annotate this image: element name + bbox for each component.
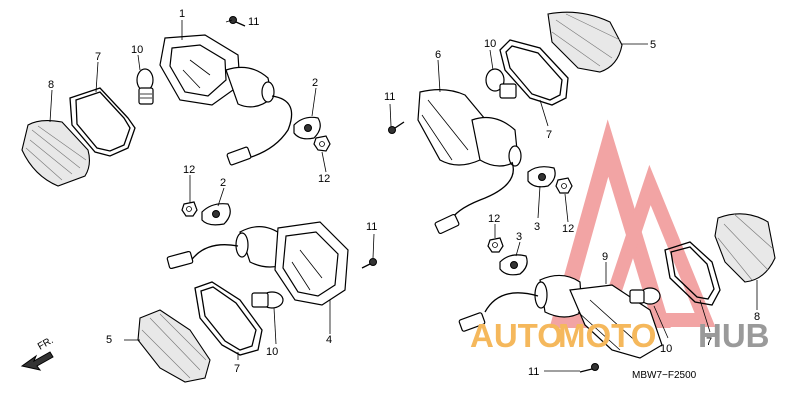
turn-signal-housing-1-icon	[159, 34, 293, 166]
screw-11-top-left-icon	[229, 16, 246, 27]
grommet-3-lower-icon	[499, 254, 528, 276]
label-part-2: 2	[220, 177, 226, 189]
label-part-7: 7	[234, 363, 240, 375]
bulb-10-left-icon	[136, 68, 154, 105]
nut-12-lower-left-icon	[181, 201, 198, 217]
nut-12-lower-right-icon	[487, 237, 504, 253]
label-part-3: 3	[516, 231, 522, 243]
label-part-11: 11	[528, 366, 539, 378]
label-part-11: 11	[248, 16, 259, 28]
watermark-auto: AUTO	[470, 317, 563, 354]
label-part-8: 8	[48, 79, 54, 91]
label-part-12: 12	[488, 213, 500, 225]
nut-12-upper-right-icon	[555, 177, 573, 194]
label-part-2: 2	[312, 77, 318, 89]
label-part-6: 6	[435, 49, 441, 61]
screw-11-right-icon	[388, 121, 405, 134]
watermark-text: AUTO MOTO HUB	[470, 317, 770, 354]
turn-signal-housing-4-icon	[166, 221, 349, 306]
front-direction-label: FR.	[36, 335, 55, 353]
bulb-10-top-right-icon	[485, 68, 517, 99]
gasket-7-top-right-icon	[499, 39, 569, 106]
label-part-9: 9	[602, 251, 608, 263]
lens-8-left-icon	[21, 119, 91, 187]
label-part-4: 4	[326, 334, 332, 346]
label-part-7: 7	[706, 336, 712, 348]
grommet-2-lower-icon	[201, 203, 231, 226]
watermark-hub: HUB	[698, 317, 770, 354]
label-part-3: 3	[534, 221, 540, 233]
gasket-7-left-icon	[69, 87, 136, 157]
label-part-11: 11	[366, 221, 377, 233]
label-part-12: 12	[318, 173, 330, 185]
screw-11-mid-icon	[361, 258, 377, 269]
part-labels: 1 11 10 7 8 2 12 12 2 11 4 5 7 10 6 11 1…	[48, 8, 760, 378]
screw-11-bottom-icon	[579, 363, 599, 373]
label-part-10: 10	[660, 343, 672, 355]
label-part-1: 1	[179, 8, 185, 20]
label-part-10: 10	[266, 346, 278, 358]
label-part-8: 8	[754, 311, 760, 323]
label-part-12: 12	[183, 164, 195, 176]
lens-8-right-icon	[714, 213, 776, 283]
leader-lines	[49, 19, 758, 372]
nut-12-left-icon	[313, 135, 331, 152]
bulb-10-lower-left-icon	[251, 291, 284, 309]
lens-5-top-right-icon	[547, 11, 623, 73]
watermark-moto: MOTO	[558, 317, 656, 354]
label-part-5: 5	[650, 39, 656, 51]
label-part-11: 11	[384, 91, 395, 103]
label-part-12: 12	[562, 223, 574, 235]
diagram-code: MBW7−F2500	[632, 370, 697, 381]
front-arrow-icon	[20, 351, 54, 371]
bulb-10-lower-right-icon	[629, 287, 661, 305]
gasket-7-lower-right-icon	[664, 241, 721, 306]
label-part-10: 10	[131, 44, 143, 56]
label-part-7: 7	[95, 51, 101, 63]
turn-signal-housing-6-icon	[417, 89, 522, 235]
label-part-5: 5	[106, 334, 112, 346]
grommet-3-upper-icon	[527, 166, 556, 188]
lens-5-lower-left-icon	[137, 309, 211, 383]
label-part-10: 10	[484, 38, 496, 50]
label-part-7: 7	[546, 129, 552, 141]
gasket-7-lower-left-icon	[194, 281, 263, 356]
grommet-2-top-icon	[293, 116, 321, 140]
